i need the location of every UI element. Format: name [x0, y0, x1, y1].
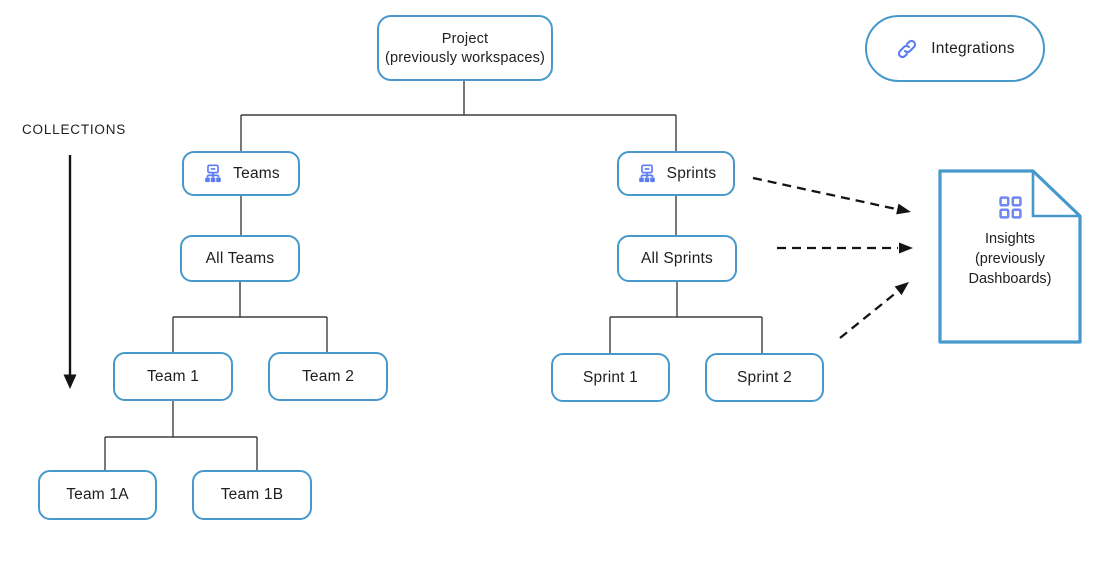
insights-label: Insights (previously Dashboards) [968, 229, 1051, 289]
connector-project-to-branch [240, 81, 677, 151]
dashed-arrow-sprints-to-insights [752, 176, 897, 211]
link-icon [898, 39, 917, 58]
document-shape [938, 169, 1082, 344]
team2-label: Team 2 [301, 367, 355, 385]
collections-label: COLLECTIONS [22, 122, 127, 137]
sprint2-label: Sprint 2 [736, 368, 793, 386]
insights-line1: Insights [985, 231, 1035, 247]
collections-down-arrow-icon [63, 155, 77, 389]
connector-team1-to-children [104, 401, 258, 470]
sprint1-label: Sprint 1 [582, 368, 639, 386]
org-chart-icon [205, 163, 221, 182]
all-sprints-label: All Sprints [641, 249, 713, 267]
node-sprints[interactable]: Sprints [617, 151, 735, 196]
connector-allsprints-to-children [609, 282, 763, 353]
all-teams-label: All Teams [205, 249, 275, 267]
node-all-sprints[interactable]: All Sprints [617, 235, 737, 282]
node-teams[interactable]: Teams [182, 151, 300, 196]
integrations-pill[interactable]: Integrations [865, 15, 1045, 82]
node-team1[interactable]: Team 1 [113, 352, 233, 401]
insights-line2: (previously [974, 251, 1046, 267]
org-chart-icon [638, 163, 655, 182]
node-sprint2[interactable]: Sprint 2 [705, 353, 824, 402]
project-subtitle: (previously workspaces) [384, 49, 546, 66]
dashed-arrow-sprint2-to-insights [839, 291, 898, 339]
dashed-arrowheads [894, 203, 913, 296]
node-insights[interactable]: Insights (previously Dashboards) [937, 168, 1083, 345]
node-team1a[interactable]: Team 1A [38, 470, 157, 520]
team1b-label: Team 1B [220, 486, 284, 503]
team1-label: Team 1 [146, 367, 200, 385]
teams-label: Teams [233, 164, 280, 182]
insights-line3: Dashboards) [968, 271, 1052, 287]
node-all-teams[interactable]: All Teams [180, 235, 300, 282]
node-sprint1[interactable]: Sprint 1 [551, 353, 670, 402]
node-team2[interactable]: Team 2 [268, 352, 388, 401]
insights-content: Insights (previously Dashboards) [937, 168, 1083, 289]
connector-allteams-to-children [172, 282, 328, 352]
team1a-label: Team 1A [66, 486, 129, 503]
integrations-label: Integrations [931, 39, 1015, 57]
dashboard-grid-icon [998, 196, 1022, 219]
project-title: Project [441, 30, 489, 47]
sprints-label: Sprints [666, 164, 717, 182]
node-project[interactable]: Project (previously workspaces) [377, 15, 553, 81]
node-team1b[interactable]: Team 1B [192, 470, 312, 520]
